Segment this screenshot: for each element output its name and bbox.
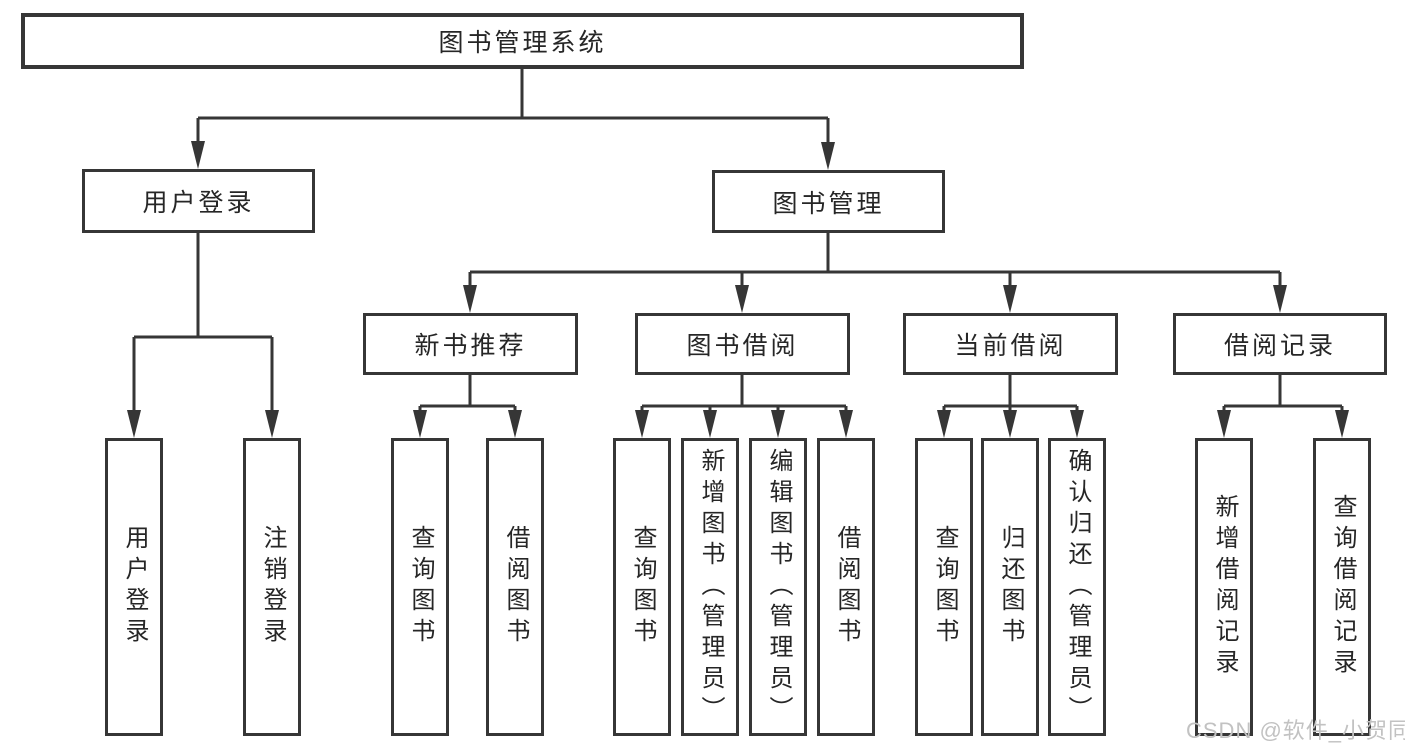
leaf-return-books-label: 归还图书	[997, 525, 1024, 649]
leaf-logout: 注销登录	[243, 438, 301, 736]
leaf-borrow-books-recommend: 借阅图书	[486, 438, 544, 736]
node-borrowing-records: 借阅记录	[1173, 313, 1387, 375]
node-new-book-recommend: 新书推荐	[363, 313, 578, 375]
leaf-edit-book-admin: 编辑图书（管理员）	[749, 438, 807, 736]
node-book-borrowing: 图书借阅	[635, 313, 850, 375]
leaf-return-books: 归还图书	[981, 438, 1039, 736]
node-current-borrowing: 当前借阅	[903, 313, 1118, 375]
leaf-logout-label: 注销登录	[259, 525, 286, 649]
leaf-confirm-return-admin: 确认归还（管理员）	[1048, 438, 1106, 736]
leaf-edit-book-admin-label: 编辑图书（管理员）	[765, 447, 792, 727]
leaf-query-books-recommend: 查询图书	[391, 438, 449, 736]
leaf-query-books-recommend-label: 查询图书	[407, 525, 434, 649]
node-user-login: 用户登录	[82, 169, 315, 233]
leaf-query-borrow-record: 查询借阅记录	[1313, 438, 1371, 736]
leaf-add-borrow-record-label: 新增借阅记录	[1211, 494, 1238, 680]
watermark: CSDN @软件_小贺同学	[1186, 718, 1405, 743]
leaf-query-borrow-record-label: 查询借阅记录	[1329, 494, 1356, 680]
leaf-user-login-label: 用户登录	[121, 525, 148, 649]
leaf-query-books-current: 查询图书	[915, 438, 973, 736]
node-book-management: 图书管理	[712, 170, 945, 233]
leaf-borrow-books-2: 借阅图书	[817, 438, 875, 736]
leaf-add-borrow-record: 新增借阅记录	[1195, 438, 1253, 736]
leaf-query-books-current-label: 查询图书	[931, 525, 958, 649]
leaf-user-login: 用户登录	[105, 438, 163, 736]
leaf-borrow-books-2-label: 借阅图书	[833, 525, 860, 649]
leaf-query-books-borrowing-label: 查询图书	[629, 525, 656, 649]
leaf-add-book-admin: 新增图书（管理员）	[681, 438, 739, 736]
leaf-confirm-return-admin-label: 确认归还（管理员）	[1064, 447, 1091, 727]
leaf-borrow-books-recommend-label: 借阅图书	[502, 525, 529, 649]
leaf-add-book-admin-label: 新增图书（管理员）	[697, 447, 724, 727]
node-root-library-system: 图书管理系统	[21, 13, 1024, 69]
leaf-query-books-borrowing: 查询图书	[613, 438, 671, 736]
